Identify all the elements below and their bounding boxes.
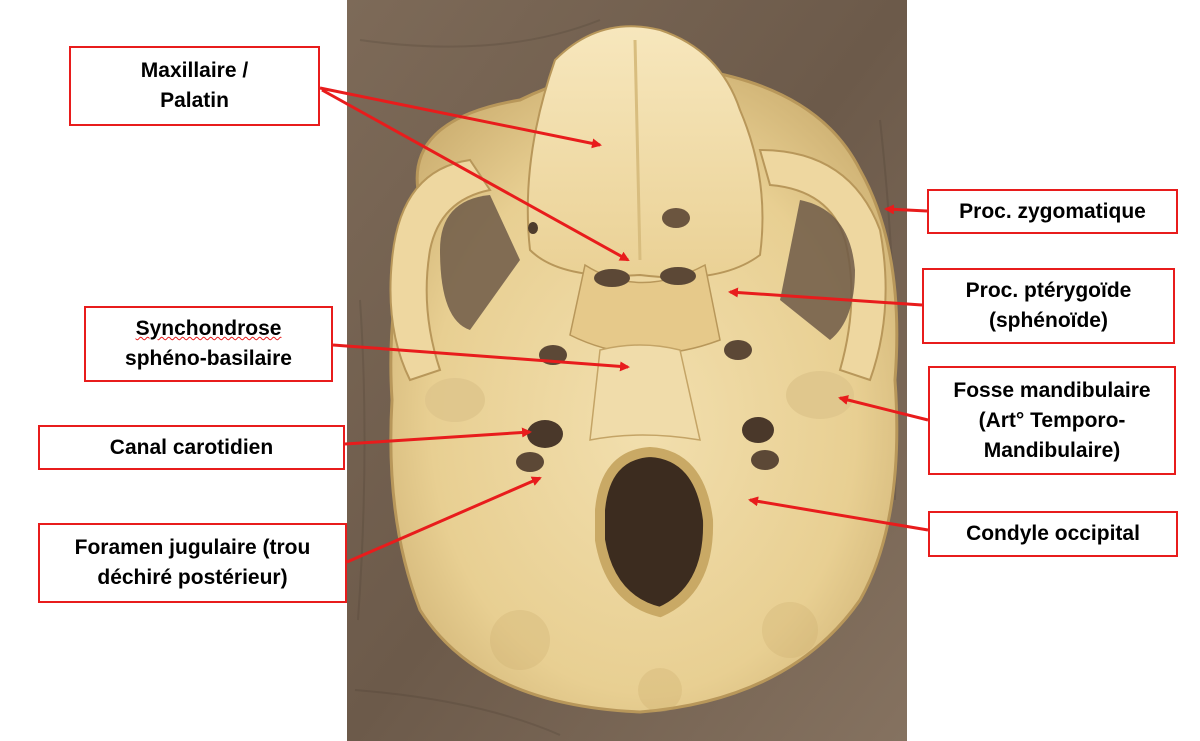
label-foramen-jugulaire: Foramen jugulaire (trou déchiré postérie…	[38, 523, 347, 603]
label-condyle-occipital: Condyle occipital	[928, 511, 1178, 557]
label-proc-zygomatique: Proc. zygomatique	[927, 189, 1178, 234]
arrow-proc-pterygoide	[728, 287, 923, 307]
arrow-canal-carotidien	[344, 427, 532, 446]
label-synchondrose-line2: sphéno-basilaire	[125, 347, 292, 370]
label-synchondrose-line1: Synchondrose	[135, 317, 282, 340]
arrow-palatin	[321, 88, 630, 262]
palate	[526, 25, 764, 279]
right-zygomatic-arch	[758, 148, 887, 382]
label-maxillaire-palatin: Maxillaire / Palatin	[69, 46, 320, 126]
label-synchondrose: Synchondrose sphéno-basilaire	[84, 306, 333, 382]
arrow-condyle-occipital	[748, 496, 929, 532]
arrow-maxillaire	[319, 86, 602, 149]
left-zygomatic-arch	[389, 158, 492, 382]
label-proc-pterygoide: Proc. ptérygoïde (sphénoïde)	[922, 268, 1175, 344]
arrow-fosse-mandibulaire	[838, 395, 929, 422]
arrow-synchondrose	[332, 343, 630, 372]
arrow-foramen-jugulaire	[346, 476, 542, 564]
label-fosse-mandibulaire: Fosse mandibulaire (Art° Temporo- Mandib…	[928, 366, 1176, 475]
foramen-magnum	[595, 446, 714, 618]
arrow-proc-zygomatique	[884, 204, 928, 215]
label-canal-carotidien: Canal carotidien	[38, 425, 345, 470]
